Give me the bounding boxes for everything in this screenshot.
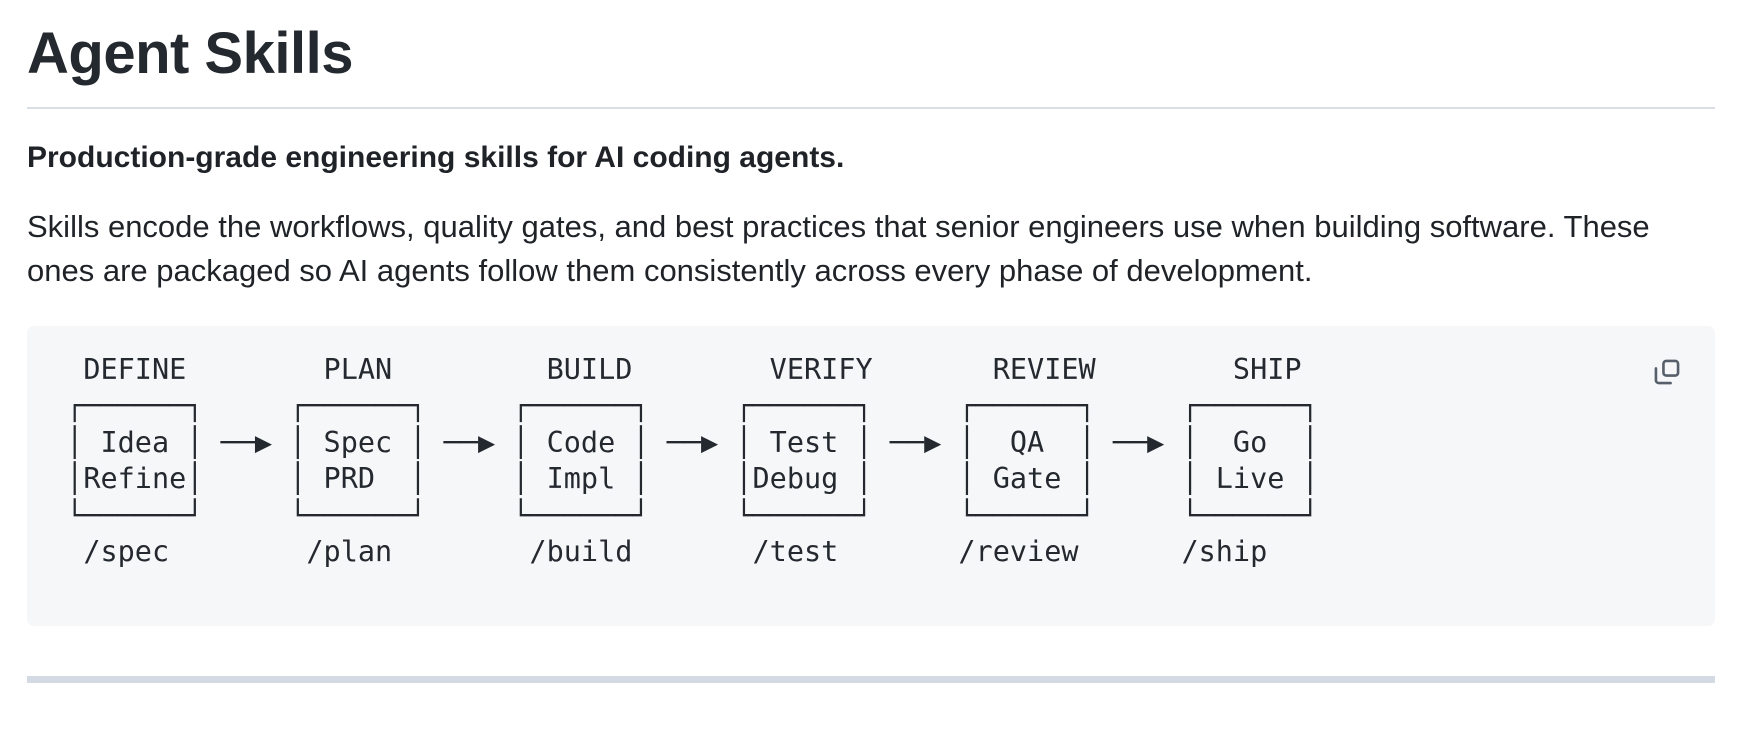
page-title: Agent Skills [27, 21, 353, 86]
intro-paragraph: Skills encode the workflows, quality gat… [27, 208, 1650, 288]
subtitle: Production-grade engineering skills for … [27, 140, 845, 174]
section-divider [27, 675, 1715, 683]
code-block: DEFINE PLAN BUILD VERIFY REVIEW SHIP ┌──… [27, 325, 1715, 626]
title-divider [27, 106, 1715, 109]
copy-icon [1652, 357, 1682, 387]
workflow-ascii-diagram: DEFINE PLAN BUILD VERIFY REVIEW SHIP ┌──… [66, 352, 1319, 569]
copy-button[interactable] [1647, 352, 1687, 392]
